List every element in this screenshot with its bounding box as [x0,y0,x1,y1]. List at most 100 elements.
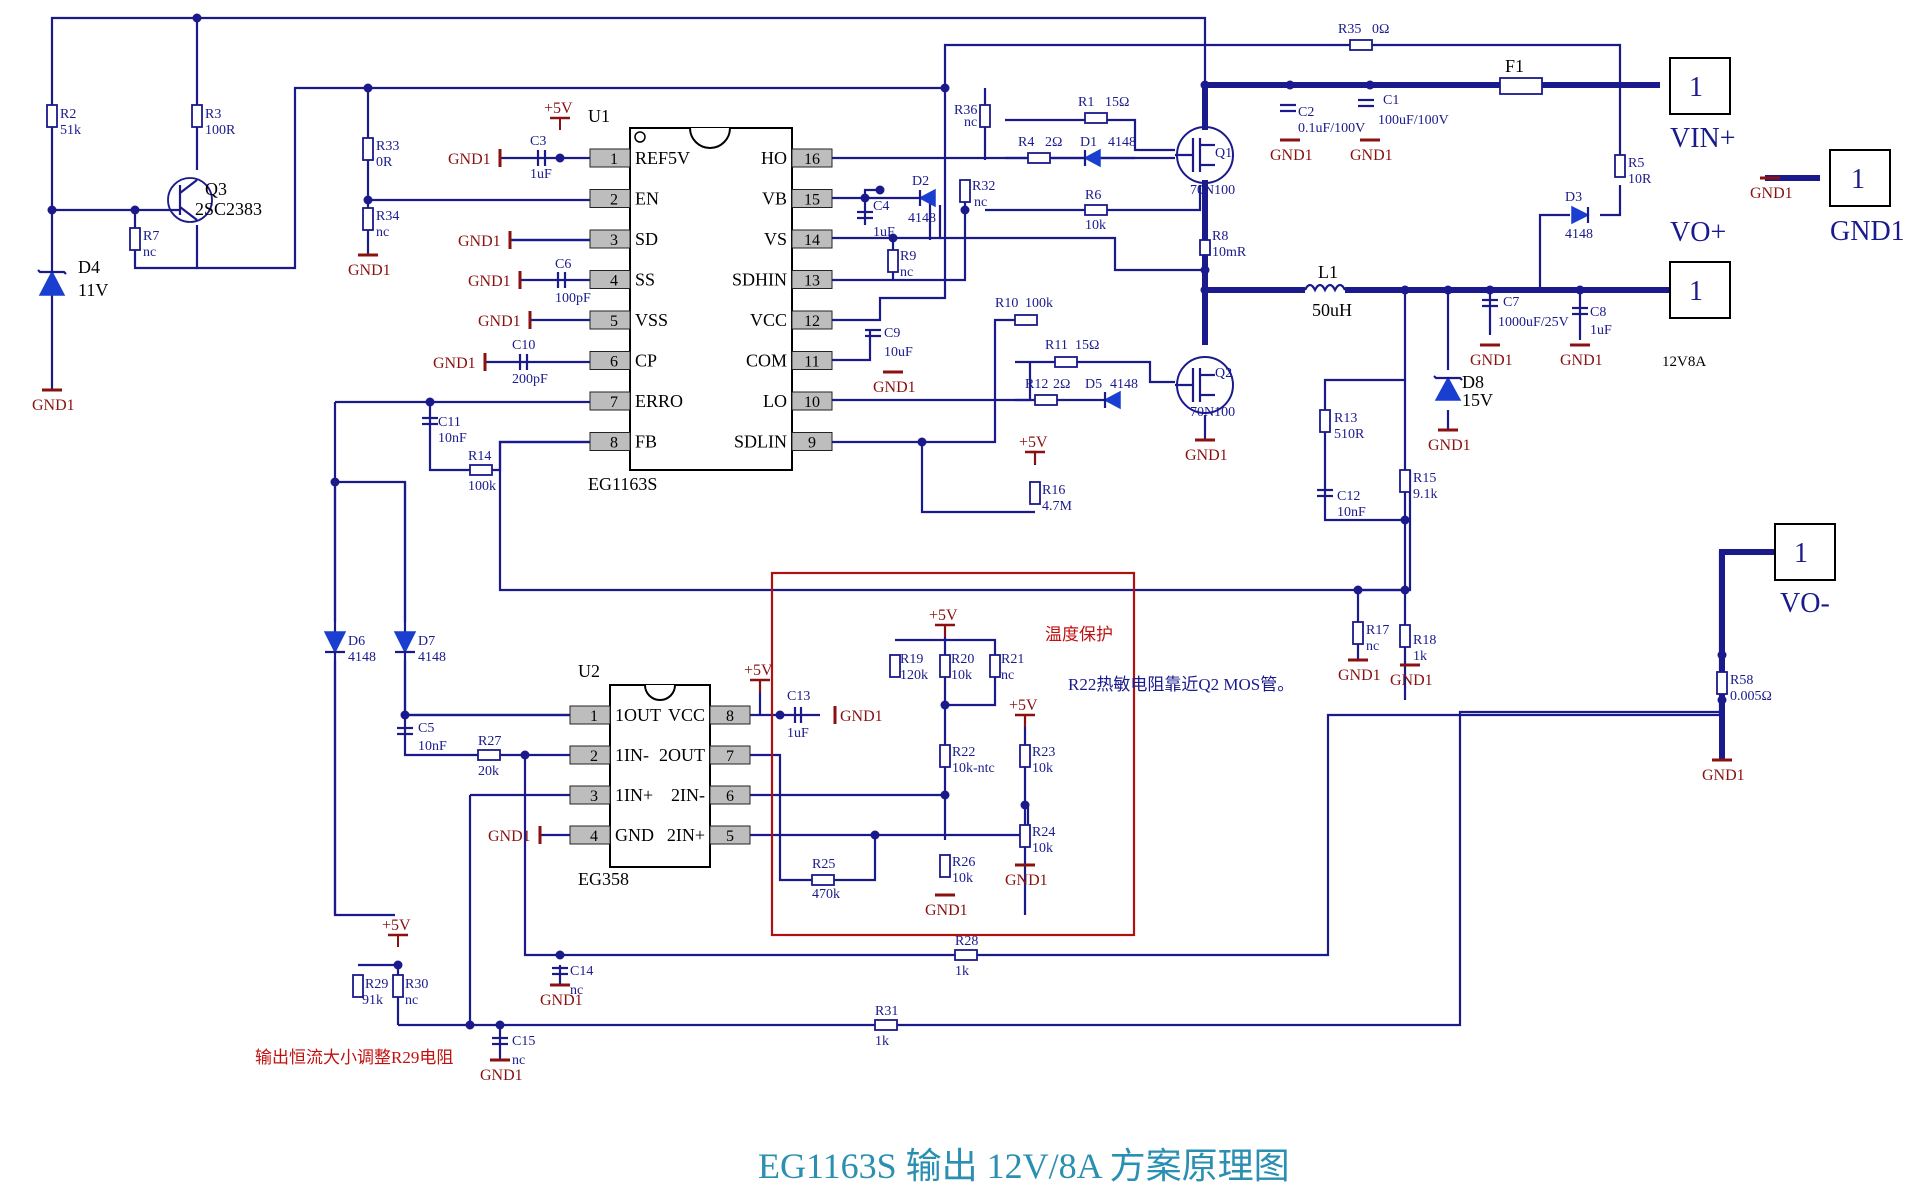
diagram-title: EG1163S 输出 12V/8A 方案原理图 [758,1146,1290,1186]
junction-dot [555,153,565,163]
r21-val: nc [1001,668,1014,683]
r4-ref: R4 [1018,135,1034,150]
ground-label: GND1 [348,262,391,279]
u2-part: EG358 [578,869,629,889]
u1-body [629,127,793,471]
d7-symbol [393,631,417,654]
junction-dot [1200,80,1210,90]
c14-ref: C14 [570,964,593,979]
r12-symbol [1034,394,1058,406]
ground-label: GND1 [1560,352,1603,369]
r26-ref: R26 [952,855,975,870]
junction-dot [520,750,530,760]
ground-label: GND1 [1702,767,1745,784]
u2-ref: U2 [578,661,600,681]
c2-ref: C2 [1298,105,1314,120]
r9-val: nc [900,265,913,280]
r1-ref: R1 [1078,95,1094,110]
junction-dot [1365,80,1375,90]
c2-val: 0.1uF/100V [1298,121,1365,136]
c3-val: 1uF [530,167,552,182]
r34-val: nc [376,225,389,240]
c4-symbol [857,210,873,220]
c15-ref: C15 [512,1034,535,1049]
u1-pin-num: 8 [610,435,618,452]
c9-symbol [865,328,881,338]
u1-pin-name: COM [746,351,787,371]
d2-val: 4148 [908,211,936,226]
c9-val: 10uF [884,345,913,360]
r21-symbol [989,654,1001,678]
vin-terminal [1669,57,1731,115]
ground-label: GND1 [468,273,511,290]
c15-symbol [492,1036,508,1046]
ground-label: GND1 [840,708,883,725]
d2-ref: D2 [912,174,929,189]
r29-val: 91k [362,993,383,1008]
junction-dot [1353,585,1363,595]
r14-symbol [469,464,493,476]
u1-ref: U1 [588,106,610,126]
u1-pin-9 [791,432,833,451]
r18-symbol [1399,624,1411,648]
u2-pin-7 [709,745,751,765]
r3-ref: R3 [205,107,221,122]
l1-ref: L1 [1318,262,1338,282]
vo-terminal [1669,261,1731,319]
c5-val: 10nF [418,739,447,754]
r58-symbol [1716,671,1728,695]
c10-ref: C10 [512,338,535,353]
r22-symbol [939,744,951,768]
ground-label: GND1 [1338,667,1381,684]
u2-pin-8 [709,705,751,725]
r36-symbol [979,104,991,128]
junctions [47,13,1727,1030]
ground-label: GND1 [32,397,75,414]
capacitors: C3 1uF C6 100pF C10 200pF C11 10nF C4 1u… [397,93,1612,1068]
r31-ref: R31 [875,1004,898,1019]
power-label: +5V [1009,697,1038,714]
r3-symbol [191,104,203,128]
junction-dot [1200,285,1210,295]
c6-symbol [556,272,567,288]
r9-ref: R9 [900,249,916,264]
u1-pin-num: 14 [804,232,820,249]
u1-part: EG1163S [588,474,657,494]
u1-pin-num: 4 [610,273,618,290]
u1-pin-5 [589,310,631,330]
inductor-fuse: L1 50uH F1 [1304,56,1543,320]
u1-pin-num: 9 [808,435,816,452]
d3-ref: D3 [1565,190,1582,205]
diodes: D4 11V D1 4148 D2 4148 D5 4148 D3 4148 D… [37,135,1593,665]
r1-symbol [1084,112,1108,124]
junction-dot [775,710,785,720]
r12-ref: R12 [1025,377,1048,392]
c3-symbol [536,150,547,166]
c7-val: 1000uF/25V [1498,315,1569,330]
u1-pin-num: 12 [804,313,820,330]
d4-val: 11V [78,280,108,300]
resistors: R2 51k R3 100R R7 nc R33 0R R34 nc R14 1… [46,22,1772,1049]
junction-dot [917,437,927,447]
u1-pin-name: SS [635,270,655,290]
r2-symbol [46,104,58,128]
f1-symbol [1499,77,1543,95]
u1-pin-name: VCC [750,310,787,330]
u1-pin-num: 3 [610,232,618,249]
q1-ref: Q1 [1215,146,1232,161]
temp-protection-title: 温度保护 [1045,625,1113,644]
r31-val: 1k [875,1034,889,1049]
r30-symbol [392,974,404,998]
u2-pin-num: 3 [590,788,598,805]
d3-symbol [1571,205,1590,225]
ground-label: GND1 [1470,352,1513,369]
r17-ref: R17 [1366,623,1389,638]
ground-label: GND1 [1390,672,1433,689]
u1-pin-14 [791,229,833,249]
ground-label: GND1 [433,355,476,372]
r16-val: 4.7M [1042,499,1073,514]
junction-dot [363,83,373,93]
u1-pin-name: SD [635,229,658,249]
